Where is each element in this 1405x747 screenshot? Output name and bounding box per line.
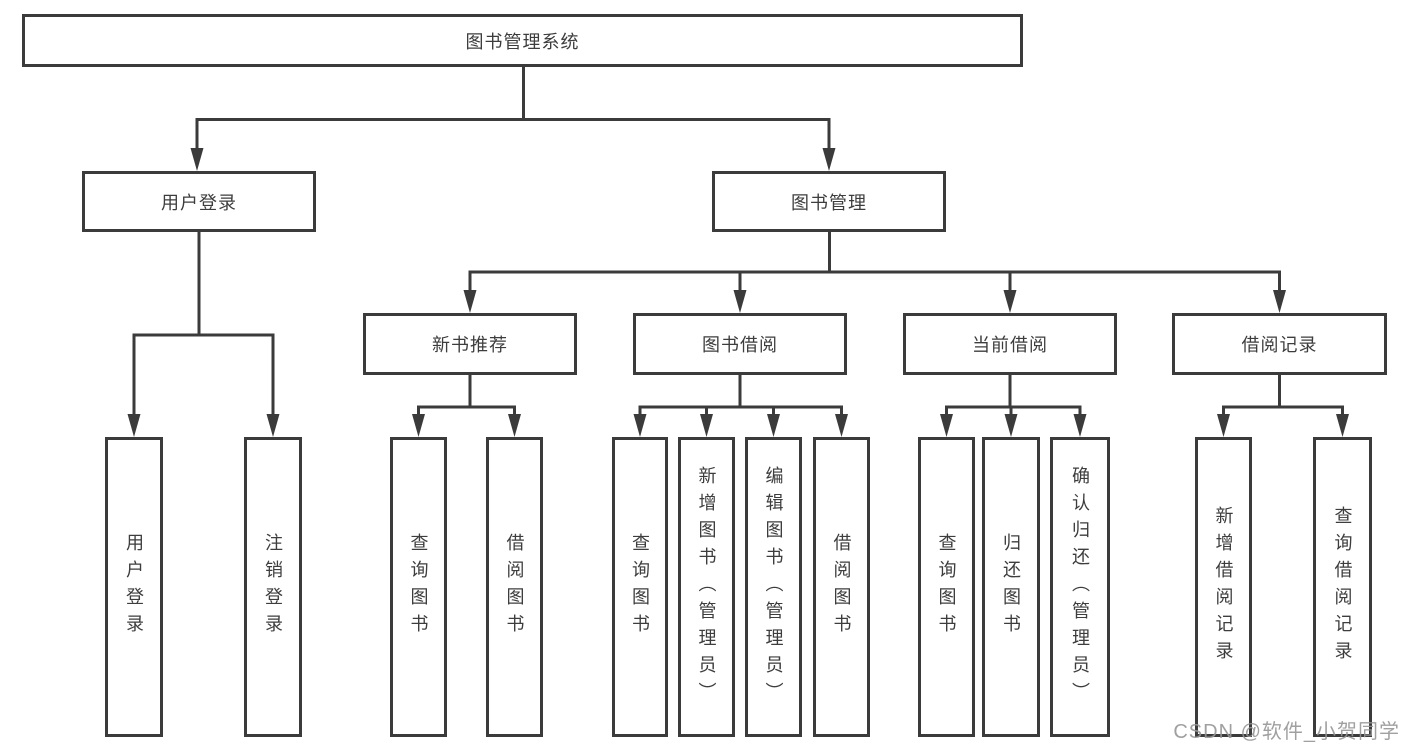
- node-library-system-label: 图书管理系统: [465, 31, 580, 52]
- arrowheads: [127, 148, 1349, 437]
- leaf-return-books: 归还图书: [982, 437, 1040, 737]
- leaf-borrow-books-recommend: 借阅图书: [486, 437, 543, 737]
- leaf-query-borrow-record: 查询借阅记录: [1313, 437, 1372, 737]
- leaf-add-borrow-record-label: 新增借阅记录: [1213, 506, 1234, 668]
- node-book-management: 图书管理: [712, 171, 946, 232]
- leaf-query-books-borrow: 查询图书: [612, 437, 668, 737]
- node-user-login: 用户登录: [82, 171, 316, 232]
- leaf-confirm-return-admin-label: 确认归还（管理员）: [1070, 465, 1090, 709]
- leaf-add-books-admin-label: 新增图书（管理员）: [696, 465, 717, 709]
- node-book-borrowing: 图书借阅: [633, 313, 847, 375]
- node-new-book-recommendation: 新书推荐: [363, 313, 577, 375]
- node-borrowing-records-label: 借阅记录: [1241, 335, 1318, 355]
- node-borrowing-records: 借阅记录: [1172, 313, 1387, 375]
- leaf-edit-books-admin: 编辑图书（管理员）: [745, 437, 802, 737]
- leaf-query-books-current-label: 查询图书: [936, 533, 957, 641]
- leaf-query-books-recommend-label: 查询图书: [408, 533, 429, 641]
- leaf-add-borrow-record: 新增借阅记录: [1195, 437, 1252, 737]
- leaf-logout-login-label: 注销登录: [263, 533, 283, 641]
- leaf-query-books-current: 查询图书: [918, 437, 975, 737]
- leaf-query-books-borrow-label: 查询图书: [630, 533, 650, 641]
- node-book-borrowing-label: 图书借阅: [702, 335, 778, 355]
- leaf-borrow-books: 借阅图书: [813, 437, 870, 737]
- leaf-borrow-books-recommend-label: 借阅图书: [504, 533, 525, 641]
- node-user-login-label: 用户登录: [161, 192, 237, 213]
- leaf-user-login-label: 用户登录: [124, 533, 144, 641]
- leaf-user-login: 用户登录: [105, 437, 163, 737]
- leaf-confirm-return-admin: 确认归还（管理员）: [1050, 437, 1110, 737]
- leaf-add-books-admin: 新增图书（管理员）: [678, 437, 735, 737]
- leaf-edit-books-admin-label: 编辑图书（管理员）: [763, 465, 784, 709]
- leaf-query-borrow-record-label: 查询借阅记录: [1332, 506, 1353, 668]
- leaf-return-books-label: 归还图书: [1001, 533, 1021, 641]
- node-current-borrowing-label: 当前借阅: [972, 335, 1048, 355]
- leaf-query-books-recommend: 查询图书: [390, 437, 447, 737]
- node-book-management-label: 图书管理: [791, 192, 867, 213]
- leaf-borrow-books-label: 借阅图书: [831, 533, 852, 641]
- node-new-book-recommendation-label: 新书推荐: [432, 335, 508, 355]
- watermark: CSDN @软件_小贺同学: [1173, 721, 1400, 743]
- leaf-logout-login: 注销登录: [244, 437, 302, 737]
- node-library-system: 图书管理系统: [22, 14, 1023, 67]
- node-current-borrowing: 当前借阅: [903, 313, 1117, 375]
